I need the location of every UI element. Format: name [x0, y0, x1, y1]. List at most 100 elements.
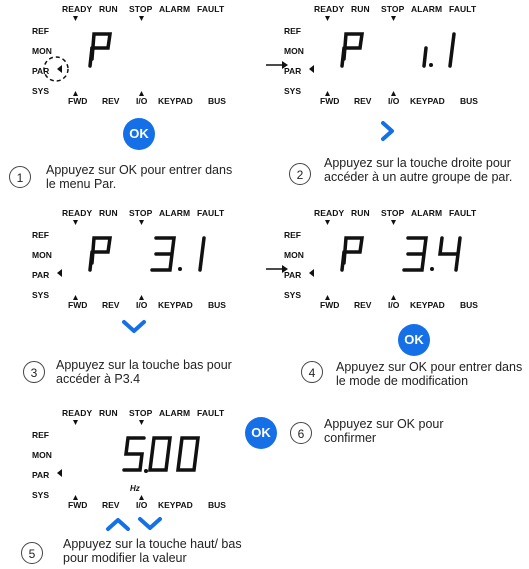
label-ref: REF: [284, 26, 301, 36]
ok-button[interactable]: OK: [398, 324, 430, 356]
chevron-right-icon[interactable]: [379, 120, 397, 142]
label-run: RUN: [99, 4, 118, 14]
segment-display: [309, 16, 456, 96]
label-ref: REF: [32, 26, 49, 36]
chevron-up-icon[interactable]: [104, 516, 132, 532]
label-bus: BUS: [208, 96, 226, 106]
label-run: RUN: [351, 208, 370, 218]
digit-p: [88, 236, 113, 272]
step-number-4: 4: [301, 361, 323, 383]
label-stop: STOP: [381, 208, 405, 218]
label-rev: REV: [102, 500, 120, 510]
label-rev: REV: [102, 300, 120, 310]
label-rev: REV: [354, 96, 372, 106]
decimal-point: [144, 469, 148, 473]
label-run: RUN: [99, 208, 118, 218]
label-fault: FAULT: [449, 208, 477, 218]
label-io: I/O: [388, 300, 400, 310]
label-ready: READY: [62, 4, 93, 14]
lcd-panel-3: READY RUN STOP ALARM FAULT REF MON PAR S…: [32, 208, 232, 310]
label-mon: MON: [32, 450, 52, 460]
chevron-down-icon[interactable]: [120, 319, 148, 335]
step-1-text: Appuyez sur OK pour entrer dans le menu …: [46, 163, 233, 191]
label-bus: BUS: [208, 300, 226, 310]
label-ready: READY: [62, 208, 93, 218]
step-number-1: 1: [9, 166, 31, 188]
label-rev: REV: [102, 96, 120, 106]
step-number-5: 5: [21, 542, 43, 564]
segment-display: [309, 220, 462, 300]
label-io: I/O: [136, 300, 148, 310]
lcd-panel-2: READY RUN STOP ALARM FAULT REF MON PAR S…: [284, 4, 484, 106]
segment-display: [43, 16, 144, 96]
label-alarm: ALARM: [159, 408, 191, 418]
label-fwd: FWD: [68, 300, 88, 310]
ok-button[interactable]: OK: [123, 118, 155, 150]
lcd-panel-1: READY RUN STOP ALARM FAULT REF MON PAR S…: [32, 4, 232, 106]
label-mon: MON: [284, 46, 304, 56]
label-fault: FAULT: [197, 4, 225, 14]
label-keypad: KEYPAD: [410, 96, 445, 106]
chevron-down-icon[interactable]: [136, 516, 164, 532]
digit-3: [402, 236, 428, 272]
step-number-2: 2: [289, 163, 311, 185]
label-run: RUN: [351, 4, 370, 14]
segment-display: [57, 220, 206, 300]
lcd-panel-4: READY RUN STOP ALARM FAULT REF MON PAR S…: [284, 208, 484, 310]
step-3-text: Appuyez sur la touche bas pour accéder à…: [56, 358, 232, 386]
pointer-arrow-icon: [266, 61, 288, 69]
label-sys: SYS: [32, 86, 50, 96]
step-number-6: 6: [290, 422, 312, 444]
segment-display: [57, 420, 200, 500]
digit-0: [176, 436, 200, 472]
label-mon: MON: [32, 46, 52, 56]
label-ready: READY: [62, 408, 93, 418]
label-stop: STOP: [129, 4, 153, 14]
pointer-arrow-icon: [266, 265, 288, 273]
label-fault: FAULT: [449, 4, 477, 14]
unit-label: Hz: [130, 484, 140, 493]
digit-5: [122, 436, 146, 472]
label-io: I/O: [136, 500, 148, 510]
step-4-text: Appuyez sur OK pour entrer dans le mode …: [336, 360, 523, 388]
label-par: PAR: [32, 66, 50, 76]
label-par: PAR: [284, 66, 302, 76]
label-run: RUN: [99, 408, 118, 418]
label-sys: SYS: [284, 290, 302, 300]
label-bus: BUS: [208, 500, 226, 510]
label-fwd: FWD: [68, 500, 88, 510]
ok-button[interactable]: OK: [245, 417, 277, 449]
digit-p: [340, 32, 365, 68]
label-fwd: FWD: [68, 96, 88, 106]
label-fwd: FWD: [320, 300, 340, 310]
step-number-3: 3: [23, 361, 45, 383]
decimal-point: [178, 267, 182, 271]
label-stop: STOP: [129, 208, 153, 218]
label-keypad: KEYPAD: [410, 300, 445, 310]
label-alarm: ALARM: [411, 4, 443, 14]
label-mon: MON: [32, 250, 52, 260]
decimal-point: [429, 63, 433, 67]
label-stop: STOP: [129, 408, 153, 418]
lcd-panel-5: READY RUN STOP ALARM FAULT REF MON PAR S…: [32, 408, 232, 510]
digit-3: [150, 236, 176, 272]
label-keypad: KEYPAD: [158, 300, 193, 310]
label-stop: STOP: [381, 4, 405, 14]
step-6-text: Appuyez sur OK pour confirmer: [324, 417, 444, 445]
decimal-point: [430, 267, 434, 271]
step-5-text: Appuyez sur la touche haut/ bas pour mod…: [63, 537, 242, 565]
label-fwd: FWD: [320, 96, 340, 106]
digit-1: [198, 236, 206, 272]
label-keypad: KEYPAD: [158, 500, 193, 510]
label-ref: REF: [284, 230, 301, 240]
digit-0: [148, 436, 172, 472]
label-io: I/O: [136, 96, 148, 106]
digit-p: [340, 236, 365, 272]
label-fault: FAULT: [197, 408, 225, 418]
label-alarm: ALARM: [159, 4, 191, 14]
label-mon: MON: [284, 250, 304, 260]
digit-1: [448, 32, 456, 68]
digit-1: [422, 46, 428, 68]
label-par: PAR: [32, 270, 50, 280]
label-sys: SYS: [32, 490, 50, 500]
